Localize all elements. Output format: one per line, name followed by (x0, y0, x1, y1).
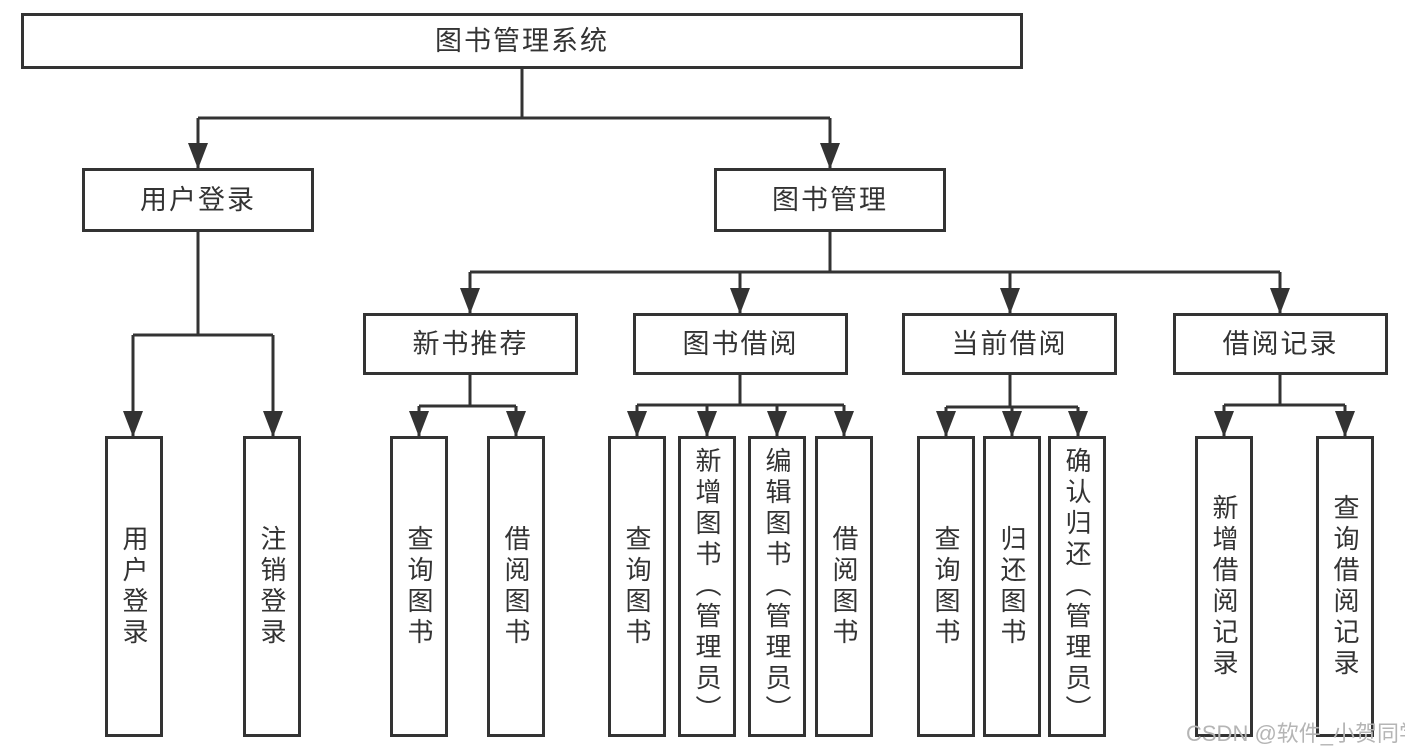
leaf-query-books-current: 查询图书 (917, 436, 975, 737)
node-new-book-recommend: 新书推荐 (363, 313, 578, 375)
leaf-confirm-return-admin: 确认归还（管理员） (1048, 436, 1106, 737)
leaf-add-books-admin: 新增图书（管理员） (678, 436, 736, 737)
leaf-query-borrow-record: 查询借阅记录 (1316, 436, 1374, 737)
node-current-borrowing: 当前借阅 (902, 313, 1117, 375)
leaf-query-books-recommend: 查询图书 (390, 436, 448, 737)
leaf-logout: 注销登录 (243, 436, 301, 737)
node-user-login: 用户登录 (82, 168, 314, 232)
node-borrowing-records: 借阅记录 (1173, 313, 1388, 375)
leaf-user-login: 用户登录 (105, 436, 163, 737)
leaf-query-books-borrowing: 查询图书 (608, 436, 666, 737)
leaf-add-borrow-record: 新增借阅记录 (1195, 436, 1253, 737)
leaf-borrow-books-borrowing: 借阅图书 (815, 436, 873, 737)
leaf-edit-books-admin: 编辑图书（管理员） (748, 436, 806, 737)
csdn-watermark: CSDN @软件_小贺同学 (1186, 721, 1405, 746)
leaf-borrow-books-recommend: 借阅图书 (487, 436, 545, 737)
node-book-borrowing: 图书借阅 (633, 313, 848, 375)
node-book-management: 图书管理 (714, 168, 946, 232)
leaf-return-books: 归还图书 (983, 436, 1041, 737)
node-library-management-system: 图书管理系统 (21, 13, 1023, 69)
